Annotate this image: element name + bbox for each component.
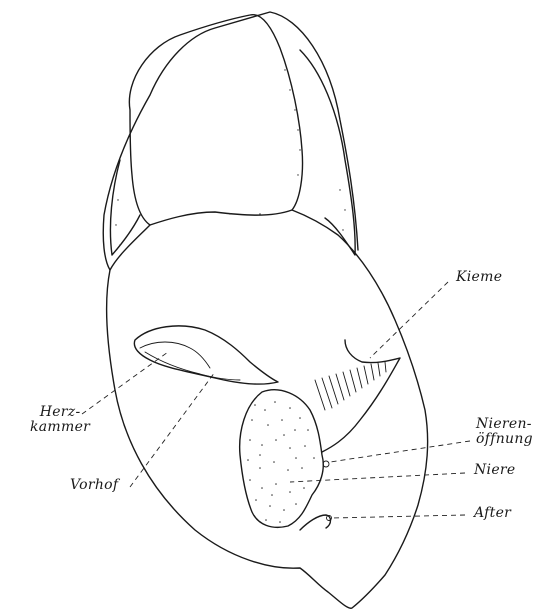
- label-nieren-oeffnung-line1: Nieren-: [476, 417, 533, 432]
- label-after: After: [474, 506, 511, 521]
- leader-nieren-oeffnung: [330, 441, 470, 462]
- label-vorhof: Vorhof: [70, 478, 118, 493]
- label-herzkammer: Herz- kammer: [30, 405, 90, 435]
- label-herzkammer-line2: kammer: [30, 420, 90, 435]
- body-outline: [107, 210, 428, 608]
- leader-vorhof: [130, 372, 215, 487]
- anus: [300, 515, 331, 530]
- label-kieme: Kieme: [456, 270, 502, 285]
- gill-outline: [322, 340, 400, 452]
- label-niere: Niere: [474, 463, 516, 478]
- shell-right-wing: [300, 50, 355, 255]
- foot-outline: [129, 15, 302, 225]
- gill-filaments: [315, 362, 386, 410]
- leader-herzkammer: [82, 352, 168, 414]
- leader-niere: [290, 473, 465, 482]
- leader-after: [332, 515, 465, 518]
- label-nieren-oeffnung-line2: öffnung: [476, 432, 533, 447]
- label-nieren-oeffnung: Nieren- öffnung: [476, 417, 533, 447]
- label-herzkammer-line1: Herz-: [30, 405, 90, 420]
- shell-outline: [103, 12, 358, 270]
- kidney-outline: [240, 390, 324, 528]
- kidney-stipple: [247, 401, 315, 523]
- heart-inner: [145, 352, 240, 380]
